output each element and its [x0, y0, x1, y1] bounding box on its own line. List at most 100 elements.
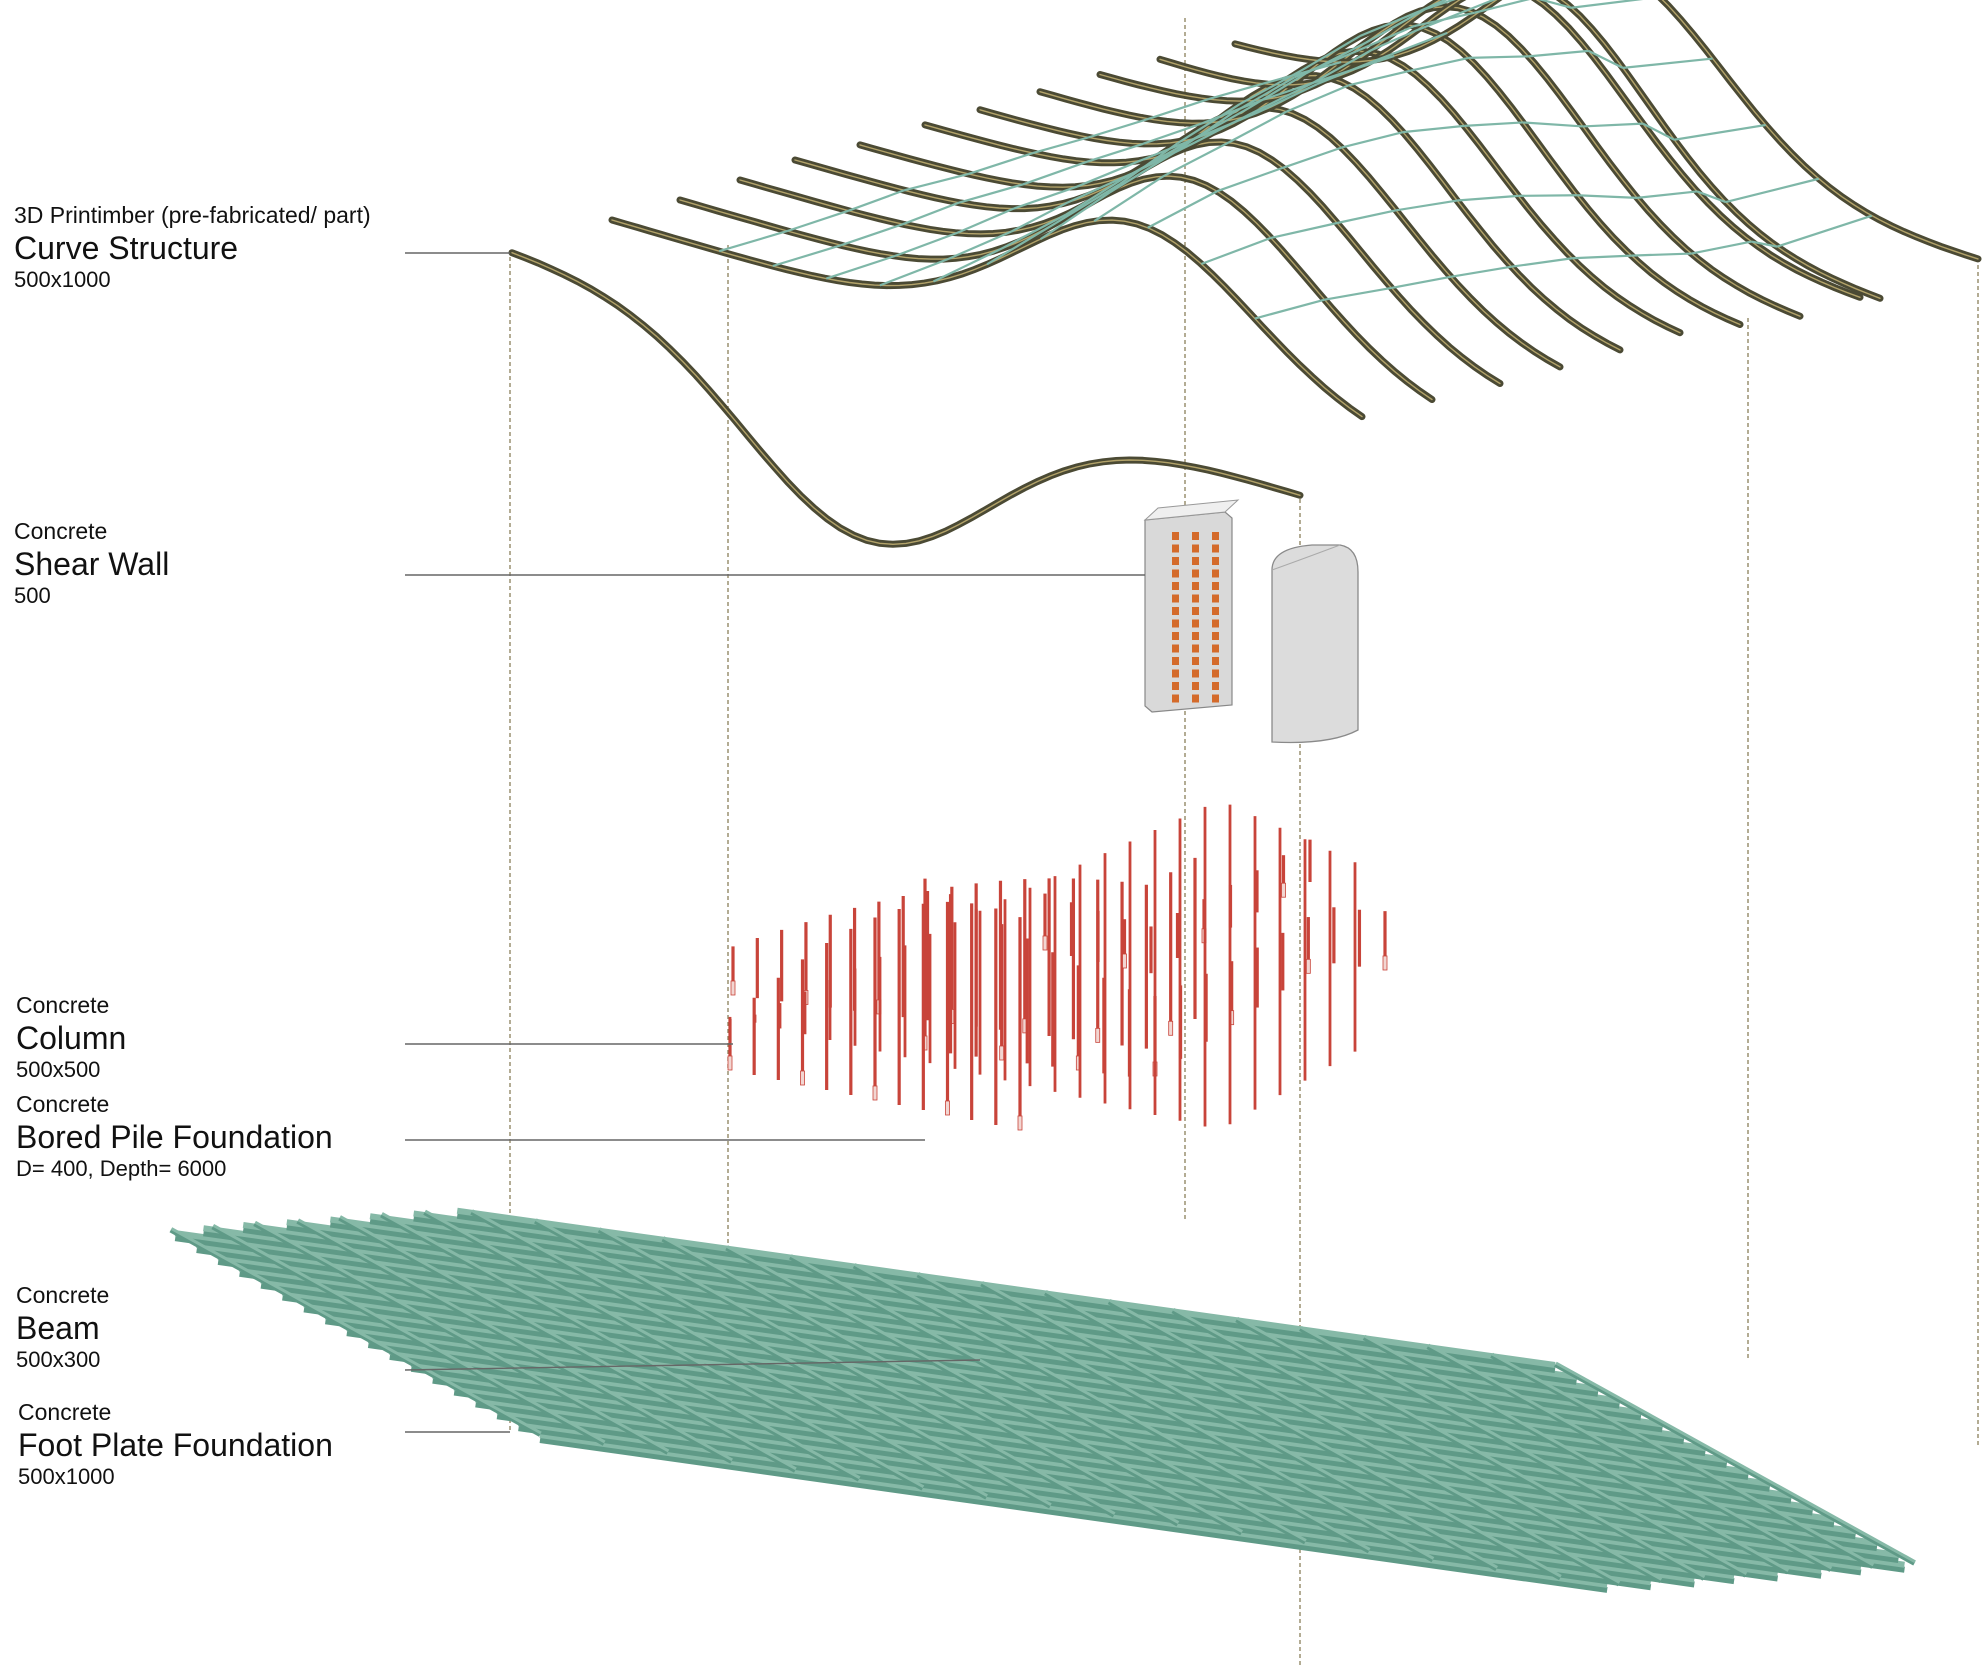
timber-slat	[1250, 82, 1312, 115]
beam-cross-top	[981, 1281, 1498, 1569]
timber-slat	[825, 254, 896, 280]
bored-pile	[1042, 935, 1048, 951]
timber-slat	[718, 229, 788, 253]
bored-pile	[999, 1045, 1005, 1061]
beam-cross-top	[790, 1254, 1307, 1542]
timber-slat	[1365, 7, 1427, 44]
beam-cross-top	[1172, 1307, 1663, 1581]
shear-wall-opening	[1172, 607, 1179, 615]
beam-shadow	[539, 1437, 1608, 1593]
timber-slat	[1196, 111, 1258, 139]
label-shear-wall: Concrete Shear Wall 500	[14, 518, 169, 609]
beam-cross	[338, 1216, 796, 1473]
beam-cross-top	[297, 1218, 733, 1462]
timber-slat	[1577, 194, 1638, 199]
timber-slat	[1067, 172, 1132, 204]
shear-wall-opening	[1192, 607, 1199, 615]
shear-wall-opening	[1192, 682, 1199, 690]
shear-wall-opening	[1192, 619, 1199, 628]
timber-slat	[1262, 61, 1342, 85]
timber-slat	[1416, 0, 1497, 32]
timber-slat	[1582, 122, 1643, 128]
timber-slat	[1355, 25, 1415, 53]
timber-slat	[1359, 10, 1421, 38]
timber-slat	[894, 231, 958, 258]
shear-wall-core-top	[1143, 499, 1240, 521]
beam-cross-top	[1045, 1290, 1562, 1578]
timber-slat	[1010, 201, 1069, 233]
shear-wall-opening	[1212, 694, 1219, 703]
shear-wall-opening	[1212, 607, 1219, 615]
beam-shadow	[324, 1318, 1856, 1540]
shear-wall-opening	[1192, 582, 1199, 590]
shear-wall-opening	[1172, 594, 1179, 603]
beam-cross	[852, 1264, 1370, 1554]
timber-slat	[1588, 49, 1624, 69]
timber-slat	[1200, 236, 1272, 266]
timber-slat	[1055, 182, 1121, 224]
beam-cross	[296, 1220, 733, 1464]
timber-slat	[840, 223, 904, 247]
beam-cross-top	[662, 1236, 1180, 1524]
shear-wall-opening	[1212, 619, 1219, 628]
timber-slat	[1324, 286, 1392, 301]
timber-slat	[1725, 177, 1820, 204]
timber-slat	[1457, 194, 1519, 202]
label-size: 500x1000	[14, 267, 111, 292]
timber-slat	[1751, 240, 1778, 248]
bored-pile	[1382, 955, 1388, 971]
shear-wall-opening	[1212, 532, 1219, 540]
label-name: Curve Structure	[14, 230, 239, 266]
beam-cross	[169, 1228, 541, 1437]
beam-cross	[789, 1255, 1306, 1545]
beam-cross-top	[1555, 1361, 1916, 1564]
beam-cross	[534, 1219, 1051, 1509]
timber-slat	[1642, 122, 1675, 141]
shear-wall-opening	[1192, 669, 1199, 678]
shear-wall-opening	[1192, 569, 1199, 578]
timber-slat	[1270, 221, 1338, 239]
timber-slat	[1370, 29, 1418, 52]
beam-cross-top	[339, 1215, 797, 1471]
timber-slat	[1142, 122, 1204, 145]
timber-slat	[1696, 190, 1727, 204]
shear-wall-opening	[1192, 594, 1199, 603]
shear-wall-opening	[1172, 532, 1179, 540]
timber-slat	[1301, 35, 1361, 71]
timber-slat	[1571, 0, 1644, 9]
timber-slat	[1402, 124, 1465, 134]
beam-cross-top	[535, 1218, 1052, 1506]
beam-cross	[661, 1237, 1179, 1527]
timber-slat	[1425, 0, 1456, 10]
timber-slat	[1001, 213, 1067, 250]
bored-pile	[1168, 1020, 1174, 1036]
timber-slat	[1341, 131, 1404, 149]
beam-cross-top	[599, 1227, 1116, 1515]
timber-slat	[1674, 123, 1766, 141]
beam	[242, 1221, 1663, 1428]
timber-slat	[1464, 121, 1523, 127]
timber-slat	[1691, 240, 1752, 255]
beam-cross-top	[1427, 1343, 1833, 1570]
timber-slat	[1631, 252, 1692, 257]
beam-shadow	[369, 1218, 1599, 1397]
beam-cross	[1362, 1336, 1789, 1575]
timber-slat	[1176, 103, 1241, 145]
column-pile-layer	[727, 804, 1388, 1131]
bored-pile	[1017, 1115, 1023, 1131]
shear-wall-opening	[1212, 682, 1219, 690]
beam-cross-top	[254, 1220, 670, 1453]
timber-slat	[1065, 177, 1124, 216]
shear-wall-opening	[1192, 632, 1199, 640]
beam	[286, 1219, 1642, 1416]
timber-slat	[1086, 142, 1144, 163]
beam-shadow	[282, 1294, 1813, 1516]
bored-pile	[727, 1055, 733, 1071]
timber-slat	[1093, 175, 1165, 223]
beam-shadow	[413, 1215, 1577, 1385]
shear-wall-opening	[1212, 594, 1219, 603]
timber-slat	[1032, 136, 1089, 155]
beam-cross-top	[381, 1212, 861, 1480]
beam-cross-top	[917, 1272, 1435, 1560]
label-bored-pile: Concrete Bored Pile Foundation D= 400, D…	[16, 1091, 333, 1182]
